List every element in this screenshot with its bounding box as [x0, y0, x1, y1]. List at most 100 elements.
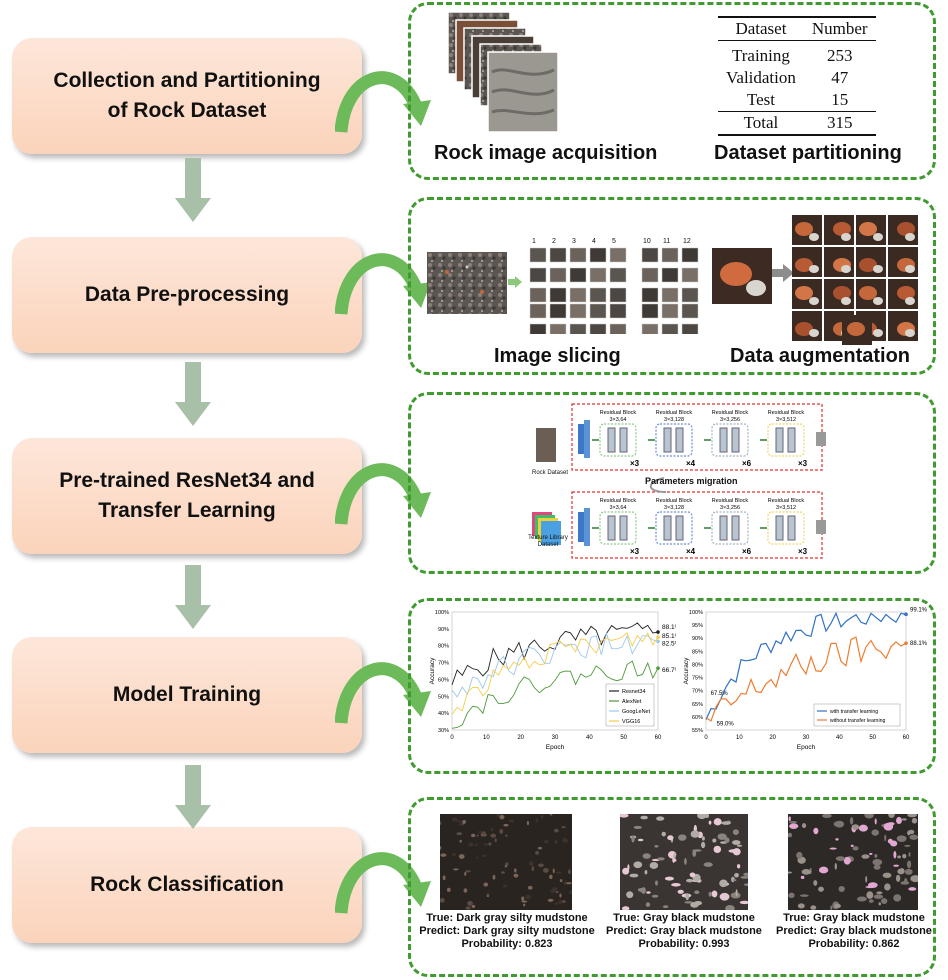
rock-grain — [561, 826, 566, 829]
slice-tile — [589, 247, 607, 263]
rock-grain — [901, 818, 907, 821]
rock-grain — [547, 898, 554, 902]
input-label-rock: Rock Dataset — [532, 470, 569, 476]
rock-grain — [724, 837, 730, 844]
y-tick-label: 100% — [435, 610, 449, 616]
result-probability: Probability: 0.862 — [808, 938, 900, 950]
y-tick-label: 65% — [692, 702, 703, 708]
rock-grain — [883, 822, 894, 831]
residual-label: Residual Block — [600, 498, 637, 504]
series-line-googlenet — [451, 631, 659, 698]
y-tick-label: 80% — [692, 662, 703, 668]
rock-grain — [483, 882, 489, 887]
slice-tile — [589, 267, 607, 283]
rock-source-image — [427, 252, 507, 314]
rock-grain — [829, 847, 837, 850]
rock-grain — [833, 821, 844, 827]
rock-grain — [622, 867, 630, 875]
augment-tile-grain — [873, 265, 883, 273]
augment-tile-grain — [859, 222, 877, 236]
rock-grain — [684, 858, 687, 865]
rock-grain — [858, 824, 868, 832]
slice-tile — [569, 247, 587, 263]
rock-grain — [542, 867, 549, 873]
rock-grain — [708, 891, 712, 897]
residual-block — [767, 423, 805, 457]
rock-grain — [896, 816, 902, 825]
rock-grain — [664, 876, 674, 881]
rock-grain — [838, 885, 845, 893]
table-cell: Training — [731, 46, 790, 65]
rock-grain — [463, 888, 468, 893]
residual-label: Residual Block — [768, 498, 805, 504]
rock-grain — [637, 887, 645, 892]
rock-grain — [559, 879, 563, 883]
rock-grain — [713, 845, 722, 854]
slice-tile — [609, 323, 627, 334]
rock-grain — [500, 871, 505, 874]
arrow-right-icon — [772, 264, 794, 282]
rock-grain — [911, 817, 918, 824]
rock-grain — [882, 872, 892, 879]
augment-tile-grain — [809, 265, 819, 273]
point-value-label: 59.0% — [717, 722, 735, 728]
rock-grain — [907, 814, 917, 818]
legend-box — [813, 703, 901, 727]
rock-grain — [440, 853, 447, 857]
rock-grain — [456, 820, 463, 823]
step-training: Model Training — [12, 637, 362, 753]
panel-transfer-learning — [408, 392, 936, 574]
rock-grain — [719, 892, 730, 901]
series-end-point — [656, 630, 660, 634]
augment-tile-grain — [809, 329, 819, 337]
rock-grain — [644, 869, 648, 875]
plot-area — [705, 611, 907, 731]
rock-grain — [810, 905, 817, 910]
rock-grain — [627, 864, 630, 871]
y-tick-label: 75% — [692, 676, 703, 682]
table-cell: Total — [743, 113, 779, 132]
residual-mult: ×4 — [686, 459, 696, 468]
series-line-vgg16 — [451, 631, 659, 715]
residual-dims: 3×3,128 — [664, 417, 684, 423]
rock-grain — [651, 894, 659, 898]
residual-layer — [787, 427, 796, 453]
slice-tile — [569, 287, 587, 303]
rock-grain — [494, 838, 497, 843]
rock-grain — [818, 866, 829, 874]
augmented-tiles — [792, 215, 918, 345]
rock-grain — [566, 882, 572, 885]
residual-mult: ×3 — [630, 459, 640, 468]
rock-grain — [897, 868, 905, 875]
y-tick-label: 30% — [438, 728, 449, 734]
augment-tile-grain — [873, 233, 883, 241]
slice-tile — [609, 287, 627, 303]
rock-grain — [897, 855, 902, 859]
rock-grain — [712, 838, 717, 843]
rock-grain — [654, 844, 659, 848]
rock-grain — [451, 817, 458, 822]
result-1: True: Dark gray silty mudstone Predict: … — [412, 912, 602, 951]
rock-grain — [743, 883, 748, 887]
y-tick-label: 90% — [692, 636, 703, 642]
rock-grain — [633, 825, 642, 829]
rock-grain — [719, 879, 728, 888]
rock-grain — [884, 883, 891, 891]
result-probability: Probability: 0.993 — [638, 938, 730, 950]
y-tick-label: 100% — [689, 610, 703, 616]
table-cell: 253 — [827, 46, 853, 65]
rock-grain — [684, 901, 693, 904]
rock-grain — [876, 891, 883, 895]
rock-photo-2 — [620, 814, 748, 910]
rock-grain — [890, 840, 898, 847]
rock-grain — [904, 878, 908, 885]
augment-tile-grain — [795, 322, 813, 336]
rock-grain — [732, 829, 739, 836]
rock-grain — [637, 838, 644, 842]
residual-block — [711, 423, 749, 457]
rock-grain — [655, 880, 658, 886]
panel-rock-classification — [408, 797, 936, 977]
rock-grain — [476, 834, 479, 837]
rock-grain — [717, 833, 727, 840]
rock-grain — [704, 814, 710, 819]
